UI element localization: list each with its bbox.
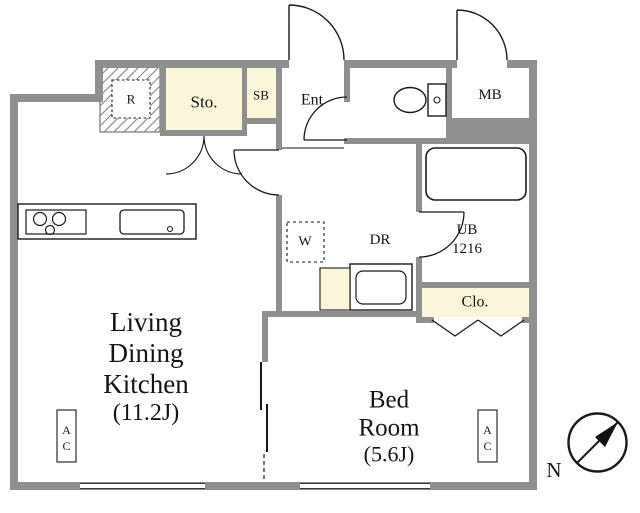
toilet-flush-icon bbox=[433, 96, 441, 104]
unit-bath-label-line2: 1216 bbox=[452, 241, 483, 257]
ac-box bbox=[56, 409, 77, 463]
side-cabinet bbox=[319, 267, 351, 311]
kitchen-sink bbox=[119, 209, 185, 235]
ldk-label-line1: Living bbox=[110, 307, 182, 337]
meter-box-label: MB bbox=[478, 87, 501, 103]
closet-bifold-doors bbox=[431, 319, 525, 337]
pipe-space: R bbox=[99, 65, 161, 133]
washer-space: W bbox=[286, 221, 325, 263]
compass-needle bbox=[595, 422, 618, 447]
burner-icon bbox=[51, 211, 67, 227]
shoe-box-fill bbox=[247, 68, 276, 118]
bedroom-label-line1: Bed bbox=[369, 387, 410, 414]
compass: N bbox=[546, 412, 628, 482]
window-bedroom bbox=[300, 482, 430, 490]
toilet-bowl bbox=[393, 86, 427, 114]
window-lines bbox=[80, 482, 205, 490]
storage-door-swing bbox=[165, 135, 243, 175]
storage-label: Sto. bbox=[191, 93, 218, 112]
burner-icon bbox=[32, 211, 48, 227]
bedroom-size-label: (5.6J) bbox=[364, 442, 415, 467]
burner-icon bbox=[44, 224, 56, 236]
entrance-label: Ent bbox=[301, 92, 324, 109]
toilet-tank bbox=[427, 83, 447, 117]
toilet-door-swing bbox=[303, 96, 348, 141]
ldk-label-line2: Dining bbox=[108, 338, 183, 368]
closet-label: Clo. bbox=[461, 294, 488, 311]
closet-fill bbox=[422, 288, 529, 317]
window-glass bbox=[80, 482, 205, 490]
walls bbox=[10, 60, 537, 490]
refrigerator-space bbox=[111, 79, 151, 119]
dressing-room-label: DR bbox=[370, 232, 391, 248]
compass-circle bbox=[567, 412, 628, 473]
storage-room-fill bbox=[166, 68, 242, 130]
room-fills bbox=[166, 68, 529, 317]
kitchen-counter bbox=[17, 203, 197, 240]
window-lines bbox=[300, 482, 430, 490]
bedroom-label-line2: Room bbox=[358, 415, 420, 442]
washstand bbox=[349, 263, 413, 311]
faucet-icon bbox=[166, 225, 174, 233]
bathtub bbox=[425, 147, 527, 201]
doors bbox=[165, 4, 525, 481]
window-glass bbox=[300, 482, 430, 490]
stove bbox=[25, 209, 87, 235]
refrigerator-label: R bbox=[127, 92, 136, 107]
ldk-door-swing bbox=[233, 149, 280, 196]
washer-box bbox=[286, 221, 325, 263]
entrance-door-swing bbox=[288, 4, 345, 61]
toilet bbox=[393, 83, 447, 117]
ldk-size-label: (11.2J) bbox=[113, 400, 179, 426]
labels: Sto. SB Ent MB UB 1216 DR Clo. Living Di… bbox=[103, 87, 501, 467]
window-ldk bbox=[80, 482, 205, 490]
shoe-box-label: SB bbox=[253, 88, 269, 103]
washstand-basin bbox=[355, 270, 407, 305]
washer-label: W bbox=[298, 235, 312, 250]
north-label: N bbox=[546, 458, 561, 482]
ac-box bbox=[477, 409, 498, 463]
ldk-label-line3: Kitchen bbox=[103, 369, 189, 399]
mb-door-swing bbox=[456, 9, 508, 61]
unit-bath-label-line1: UB bbox=[457, 222, 478, 238]
sliding-door bbox=[260, 362, 268, 452]
bath-door-swing bbox=[418, 211, 465, 258]
